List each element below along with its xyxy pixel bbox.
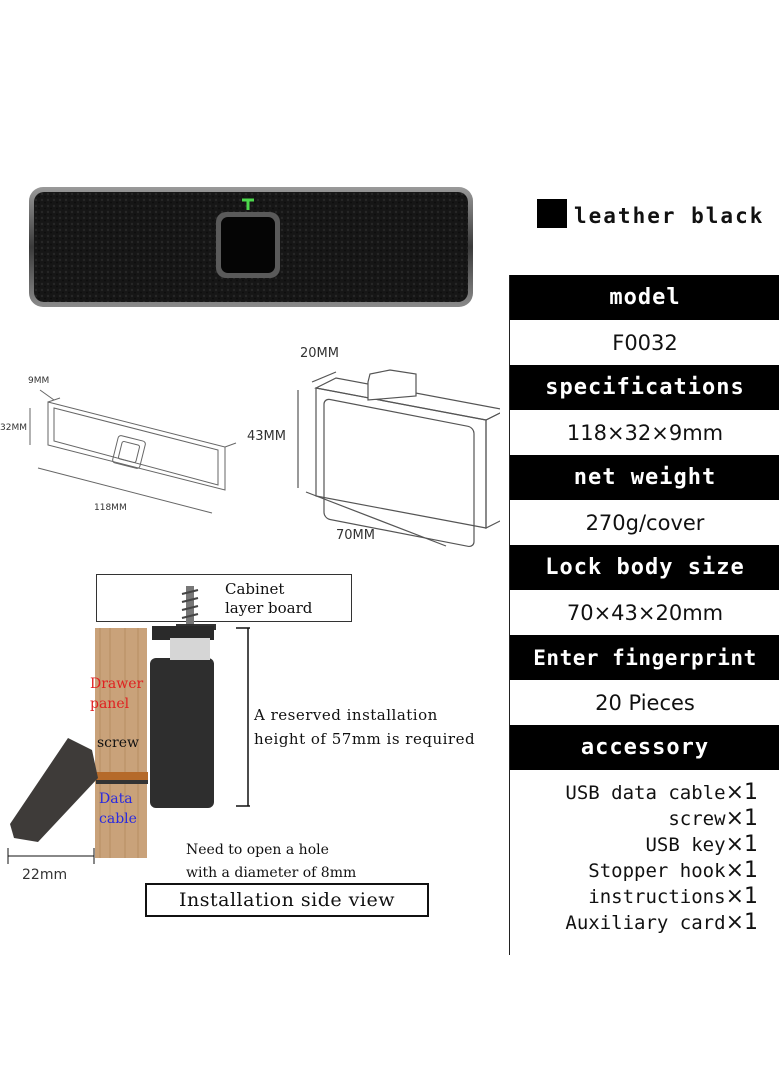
- lock-body-size-value: 70×43×20mm: [510, 590, 779, 635]
- body-height-label: 43MM: [247, 429, 286, 444]
- color-swatch: [537, 199, 567, 228]
- reserved-height-note: A reserved installation height of 57mm i…: [254, 706, 476, 748]
- side-view-drawing: [7, 586, 250, 864]
- accessory-item: Auxiliary card×1: [565, 910, 758, 935]
- model-header: model: [510, 275, 779, 320]
- fingerprint-value: 20 Pieces: [510, 680, 779, 725]
- accessory-item: USB key×1: [645, 832, 758, 857]
- panel-height-label: 32MM: [0, 423, 27, 433]
- installation-caption: Installation side view: [145, 883, 429, 917]
- fingerprint-header: Enter fingerprint: [510, 635, 779, 680]
- accessory-header: accessory: [510, 725, 779, 770]
- net-weight-header: net weight: [510, 455, 779, 500]
- data-cable-label: Data cable: [99, 791, 137, 827]
- specifications-header: specifications: [510, 365, 779, 410]
- drawer-panel-label: Drawer panel: [90, 676, 144, 712]
- panel-dimension-drawing: [29, 389, 237, 514]
- color-label: leather black: [574, 204, 765, 228]
- body-depth-label: 20MM: [300, 346, 339, 361]
- lock-body-size-header: Lock body size: [510, 545, 779, 590]
- model-value: F0032: [510, 320, 779, 365]
- cabinet-board: Cabinet layer board: [96, 574, 352, 622]
- accessory-item: instructions×1: [588, 884, 758, 909]
- spec-table: model F0032 specifications 118×32×9mm ne…: [509, 275, 779, 955]
- panel-depth-label: 9MM: [28, 376, 50, 386]
- screw-label: screw: [97, 735, 139, 751]
- product-panel-photo: [29, 187, 473, 307]
- hole-note: Need to open a hole with a diameter of 8…: [186, 842, 357, 881]
- handle-dimension-label: 22mm: [22, 867, 68, 883]
- accessory-item: screw×1: [668, 806, 758, 831]
- net-weight-value: 270g/cover: [510, 500, 779, 545]
- cabinet-board-label: Cabinet layer board: [225, 580, 313, 617]
- screw-icon: [176, 586, 216, 632]
- body-width-label: 70MM: [336, 528, 375, 543]
- accessory-item: Stopper hook×1: [588, 858, 758, 883]
- accessory-item: USB data cable×1: [565, 780, 758, 805]
- panel-length-label: 118MM: [94, 503, 127, 513]
- accessory-list: USB data cable×1 screw×1 USB key×1 Stopp…: [510, 770, 779, 955]
- specifications-value: 118×32×9mm: [510, 410, 779, 455]
- body-dimension-drawing: [297, 369, 500, 548]
